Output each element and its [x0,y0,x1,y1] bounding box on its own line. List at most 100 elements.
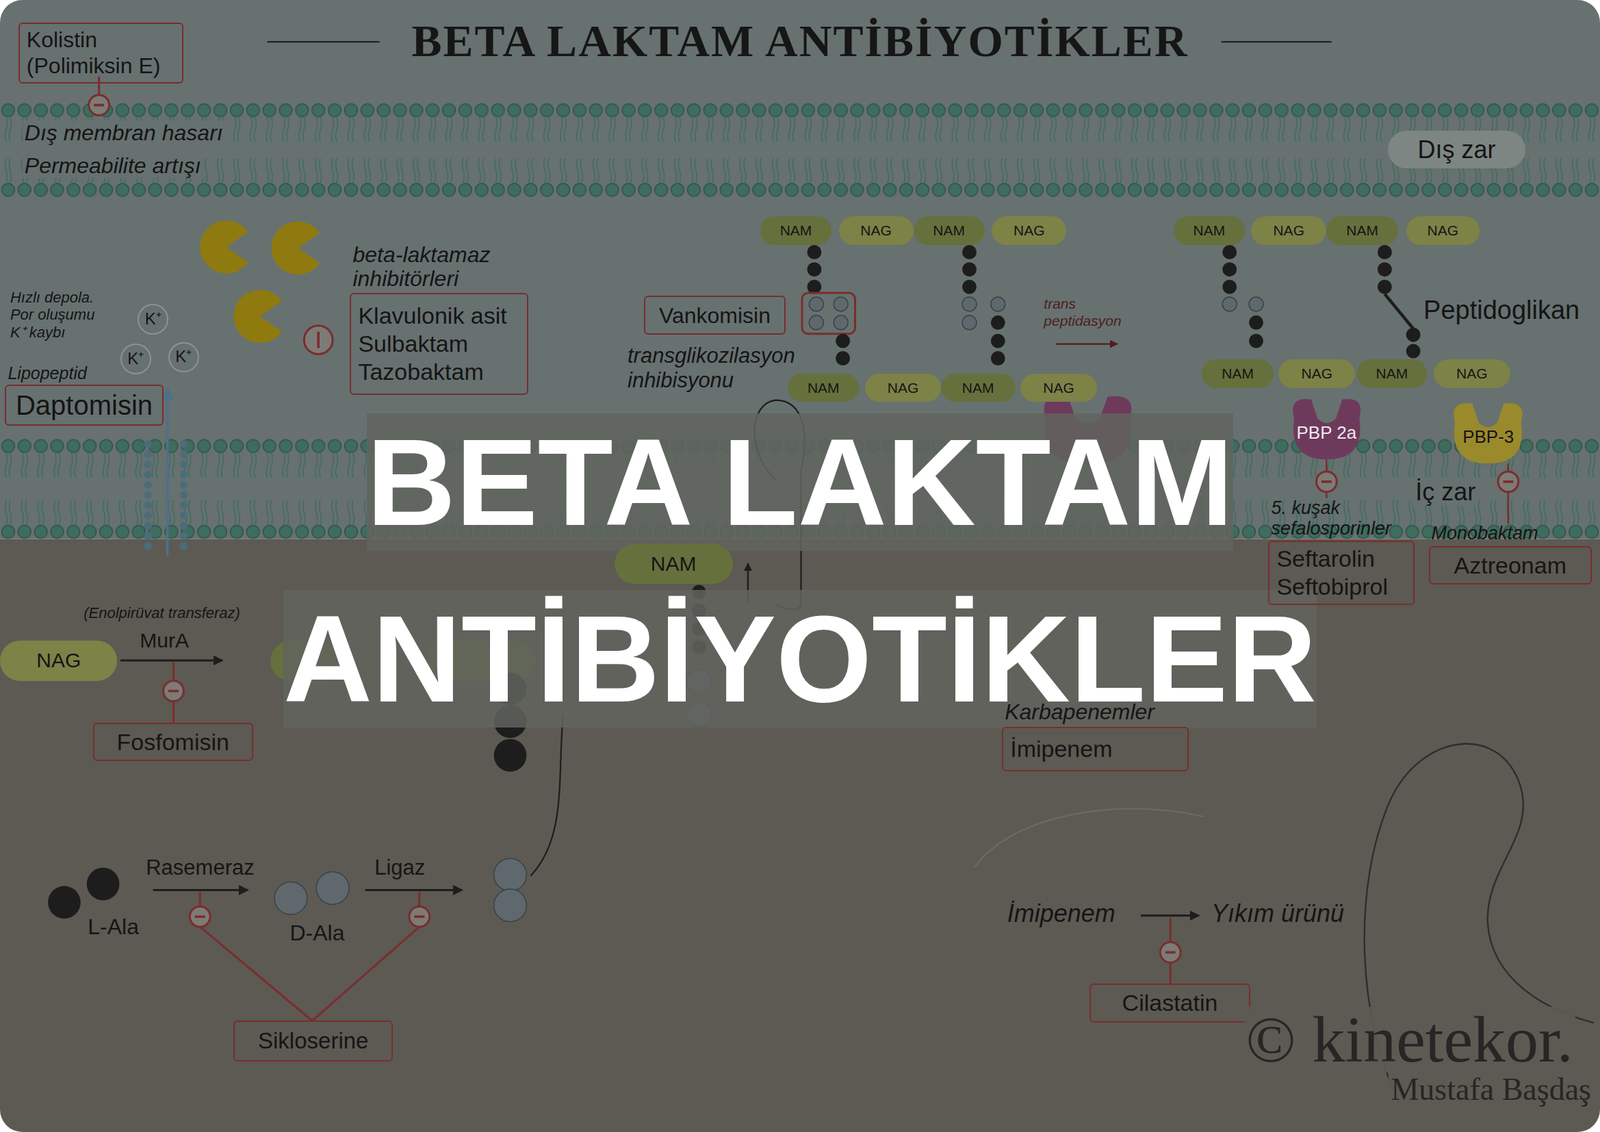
annotation-label: L-Ala [87,914,139,940]
node-text: PBP-3 [1462,426,1514,448]
nag-unit: NAG [0,640,118,681]
drug-box: LipopeptidDaptomisin [4,364,163,427]
node-text: NAM [1346,221,1379,239]
annotation-label: Permeabilite artışı [22,153,204,179]
drug-box: Kolistin (Polimiksin E) [18,22,185,84]
nam-unit: NAM [913,216,985,245]
inhibit-symbol [189,906,211,927]
node-text: Dış zar [1417,134,1496,165]
reaction-arrow [1140,914,1199,917]
beta-lactamase [233,290,282,344]
node-text: Cilastatin [1122,988,1219,1017]
annotation-label: Hızlı depola. Por oluşumu K⁺ kaybı [10,288,107,341]
drug-box: beta-laktamaz inhibitörleriKlavulonik as… [349,242,529,395]
node-text: NAG [887,379,920,397]
ion-circle: K⁺ [168,342,200,373]
box-frame: Daptomisin [4,384,163,426]
node-text: NAM [1375,364,1408,382]
node-text: Kolistin (Polimiksin E) [26,26,176,80]
membrane-tag: Dış zar [1387,130,1526,169]
node-text: Klavulonik asit [357,301,507,330]
annotation-label: transglikozilasyon inhibisyonu [627,343,854,393]
node-text: NAG [860,221,892,239]
dala-bead [808,297,824,312]
nam-unit: NAM [1357,359,1427,389]
node-text: Fosfomisin [117,728,230,757]
nag-unit: NAG [839,216,914,245]
node-text: NAG [1013,221,1045,239]
inhibit-minus [1165,951,1176,954]
nag-unit: NAG [1020,373,1098,403]
pbp-outline [1292,398,1361,460]
inhibit-minus [1321,480,1332,484]
drug-box: Sikloserine [233,1020,393,1062]
pbp-protein: PBP-3 [1448,400,1528,464]
drug-box: 5. kuşak sefalosporinlerSeftarolinSeftob… [1268,498,1414,605]
nam-unit: NAM [614,544,733,584]
crosslink-bond [1384,294,1414,330]
peptide-bead [806,244,822,260]
annotation-label: trans peptidasyon [1043,295,1140,329]
dala-bead [962,297,977,312]
inhibit-symbol [1159,942,1181,963]
node-text: Sikloserine [257,1027,369,1055]
annotation-label: (Enolpirüvat transferaz) [83,604,241,622]
node-text: NAM [1221,364,1254,382]
drug-box: Vankomisin [643,295,786,335]
peptide-bead [1222,279,1237,295]
inhibit-line [199,892,202,907]
connector-group [1326,459,1508,524]
dala-bead [990,297,1006,312]
inhibit-symbol [88,95,110,116]
efflux-arrow [166,388,170,557]
nag-unit: NAG [991,216,1067,245]
nag-unit: NAG [1278,359,1356,389]
lala-bead [47,886,81,920]
dala-bead [833,297,848,312]
node-text: NAG [36,648,81,673]
peptide-bead [835,333,850,349]
peptide-bead [1406,344,1421,359]
peptide-bead [990,351,1006,366]
transpeptidation-arrow [1055,342,1117,345]
ion-circle: K⁺ [120,343,152,375]
nag-unit: NAG [1433,359,1511,389]
kidney-outline [974,808,1204,868]
annotation-label: Peptidoglikan [1423,295,1580,326]
inhibit-line [1169,917,1172,943]
nag-unit: NAG [1406,216,1480,245]
title-rule [267,41,380,43]
dala-bead [1222,297,1237,312]
lala-bead [86,867,120,901]
peptide-bead [962,244,977,260]
peptide-bead [1377,279,1392,295]
inhibit-minus [168,689,179,693]
nam-unit: NAM [1173,216,1245,245]
drug-box: Fosfomisin [93,722,254,762]
node-text: Seftarolin [1276,544,1375,573]
pbp-protein: PBP 2a [1287,396,1366,460]
peptide-bead [1222,244,1237,260]
reaction-arrow [365,888,463,892]
dala-bead [494,858,527,892]
peptide-bead [1248,315,1264,330]
box-frame: İmipenem [1001,726,1189,772]
inhibit-minus [195,915,206,919]
peptide-bead [1377,244,1392,260]
drug-box: MonobaktamAztreonam [1428,523,1593,585]
inhibit-symbol [1316,471,1338,493]
annotation-label: Yıkım ürünü [1209,899,1347,928]
peptide-bead [990,333,1006,349]
pbp-outline [1454,403,1523,464]
inhibit-minus [93,104,105,107]
ion-circle: K⁺ [137,303,169,335]
annotation-label: Ligaz [374,855,425,881]
nam-unit: NAM [760,216,832,245]
node-text: Seftobiprol [1276,572,1388,601]
nag-unit: NAG [865,373,941,403]
node-text: NAM [932,221,965,239]
inhibit-line [418,892,421,907]
block-symbol-bar [316,331,320,349]
node-text: Aztreonam [1454,551,1567,580]
headline-text: BETA LAKTAM ANTİBİYOTİKLER [283,413,1317,728]
